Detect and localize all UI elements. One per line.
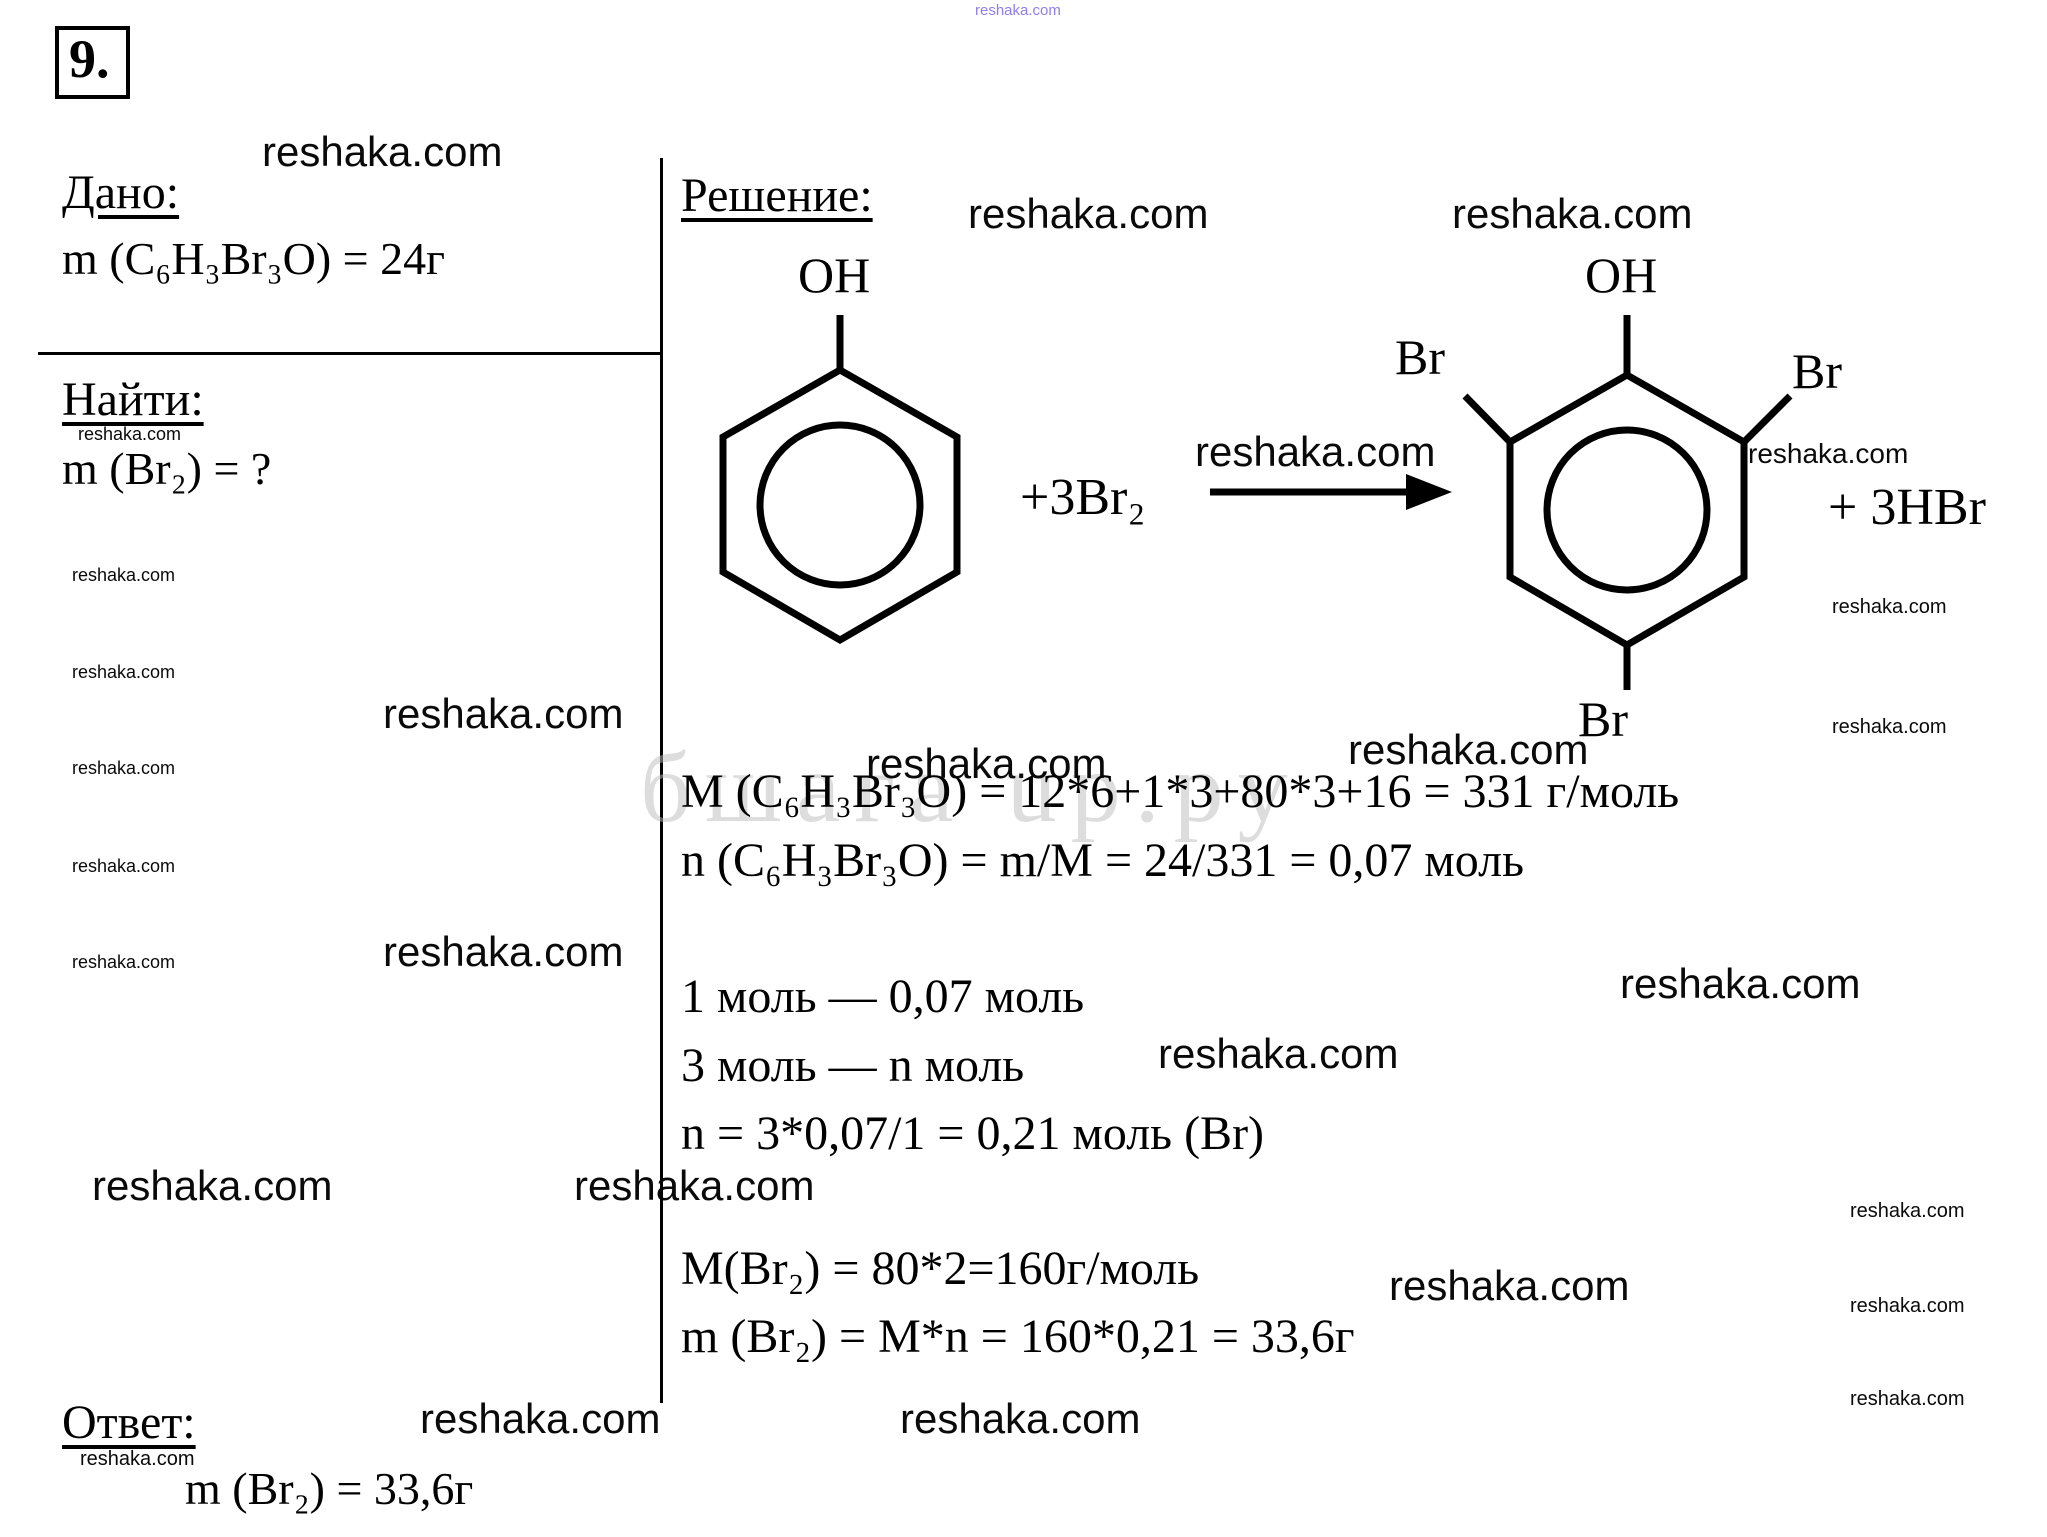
solution-label: Решение: <box>681 169 873 222</box>
product-br-left-label: Br <box>1395 329 1445 385</box>
calc-line: n = 3*0,07/1 = 0,21 моль (Br) <box>681 1107 1265 1160</box>
watermark: reshaka.com <box>1620 960 1861 1007</box>
watermark: reshaka.com <box>72 565 176 585</box>
calc-line: 3 моль — n моль <box>681 1039 1025 1092</box>
watermark: reshaka.com <box>1158 1030 1399 1077</box>
byproduct-label: + 3HBr <box>1828 479 1986 536</box>
reactant-benzene-ring <box>719 315 961 645</box>
calc-line: M(Br₂) = 80*2=160г/моль <box>681 1242 1200 1295</box>
watermark: reshaka.com <box>72 758 176 778</box>
divider-vertical <box>660 158 663 1403</box>
watermark: reshaka.com <box>1452 190 1693 237</box>
watermark: reshaka.com <box>383 690 624 737</box>
answer-value: m (Br₂) = 33,6г <box>185 1463 474 1514</box>
calc-line: m (Br₂) = M*n = 160*0,21 = 33,6г <box>681 1310 1355 1363</box>
background-watermark: бшага up.py <box>640 732 1302 843</box>
watermark: reshaka.com <box>1748 438 1909 469</box>
watermark: reshaka.com <box>1832 596 1947 618</box>
watermark: reshaka.com <box>1348 726 1589 773</box>
calc-line: n (C₆H₃Br₃O) = m/M = 24/331 = 0,07 моль <box>681 834 1524 887</box>
find-label: Найти: <box>62 373 204 426</box>
product-benzene-ring <box>1462 315 1793 690</box>
divider-horizontal <box>38 352 663 355</box>
watermark: reshaka.com <box>72 856 176 876</box>
reactant-oh-label: OH <box>798 247 871 303</box>
product-oh-label: OH <box>1585 247 1658 303</box>
watermark: reshaka.com <box>574 1162 815 1209</box>
product-br-bottom-label: Br <box>1578 691 1628 747</box>
watermark: reshaka.com <box>1195 428 1436 475</box>
watermark: reshaka.com <box>866 740 1107 787</box>
watermark: reshaka.com <box>383 928 624 975</box>
watermark: reshaka.com <box>78 424 182 444</box>
watermark: reshaka.com <box>420 1395 661 1442</box>
watermark: reshaka.com <box>900 1395 1141 1442</box>
calc-line: M (C₆H₃Br₃O) = 12*6+1*3+80*3+16 = 331 г/… <box>681 765 1680 818</box>
problem-number: 9. <box>69 29 110 89</box>
reagent-label: +3Br₂ <box>1020 469 1146 526</box>
watermark: reshaka.com <box>1850 1388 1965 1410</box>
problem-number-box: 9. <box>55 26 130 100</box>
answer-label: Ответ: <box>62 1396 196 1449</box>
reaction-arrow <box>1210 474 1452 510</box>
watermark: reshaka.com <box>968 190 1209 237</box>
reaction-scheme <box>719 315 1793 690</box>
watermark: reshaka.com <box>72 662 176 682</box>
watermark: reshaka.com <box>1389 1262 1630 1309</box>
watermark: reshaka.com <box>975 2 1061 19</box>
watermark: reshaka.com <box>92 1162 333 1209</box>
watermark: reshaka.com <box>80 1448 195 1470</box>
given-label: Дано: <box>62 166 180 219</box>
watermark: reshaka.com <box>1832 716 1947 738</box>
find-value: m (Br₂) = ? <box>62 443 272 494</box>
given-value: m (C₆H₃Br₃O) = 24г <box>62 233 445 284</box>
watermark: reshaka.com <box>72 952 176 972</box>
calc-line: 1 моль — 0,07 моль <box>681 970 1085 1023</box>
watermark: reshaka.com <box>1850 1200 1965 1222</box>
watermark: reshaka.com <box>1850 1295 1965 1317</box>
watermark: reshaka.com <box>262 128 503 175</box>
product-br-right-label: Br <box>1792 343 1842 399</box>
